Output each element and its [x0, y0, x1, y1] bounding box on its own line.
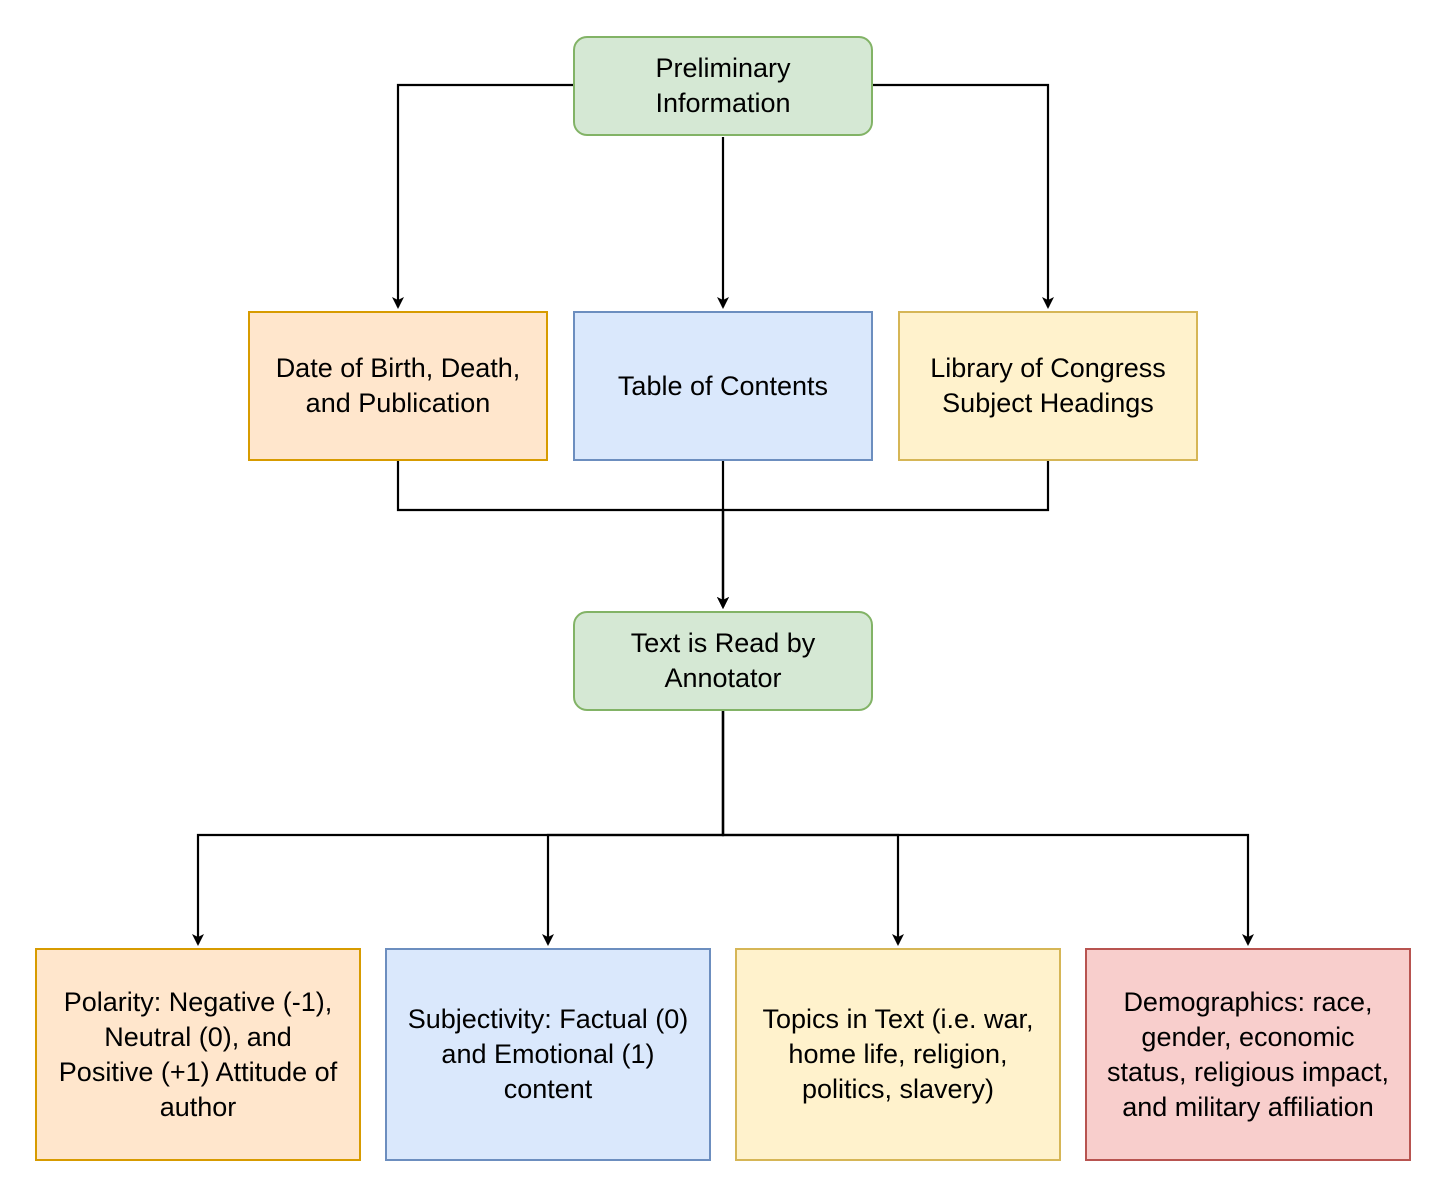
arrow-loc-to-annotator [717, 461, 1050, 609]
annotator-node: Text is Read by Annotator [573, 611, 873, 711]
arrow-annotator-to-polarity [192, 711, 725, 946]
arrow-annotator-to-demographics [721, 711, 1254, 946]
arrow-annotator-to-topics [721, 711, 904, 946]
arrow-preliminary-to-dates [392, 83, 573, 309]
arrow-dates-to-annotator [396, 461, 729, 609]
table-of-contents-node: Table of Contents [573, 311, 873, 461]
topics-node: Topics in Text (i.e. war, home life, rel… [735, 948, 1061, 1161]
subjectivity-node: Subjectivity: Factual (0) and Emotional … [385, 948, 711, 1161]
polarity-node: Polarity: Negative (-1), Neutral (0), an… [35, 948, 361, 1161]
demographics-node: Demographics: race, gender, economic sta… [1085, 948, 1411, 1161]
arrow-preliminary-to-loc [873, 83, 1054, 309]
library-of-congress-node: Library of Congress Subject Headings [898, 311, 1198, 461]
preliminary-information-node: Preliminary Information [573, 36, 873, 136]
arrow-annotator-to-subjectivity [542, 711, 725, 946]
dates-node: Date of Birth, Death, and Publication [248, 311, 548, 461]
